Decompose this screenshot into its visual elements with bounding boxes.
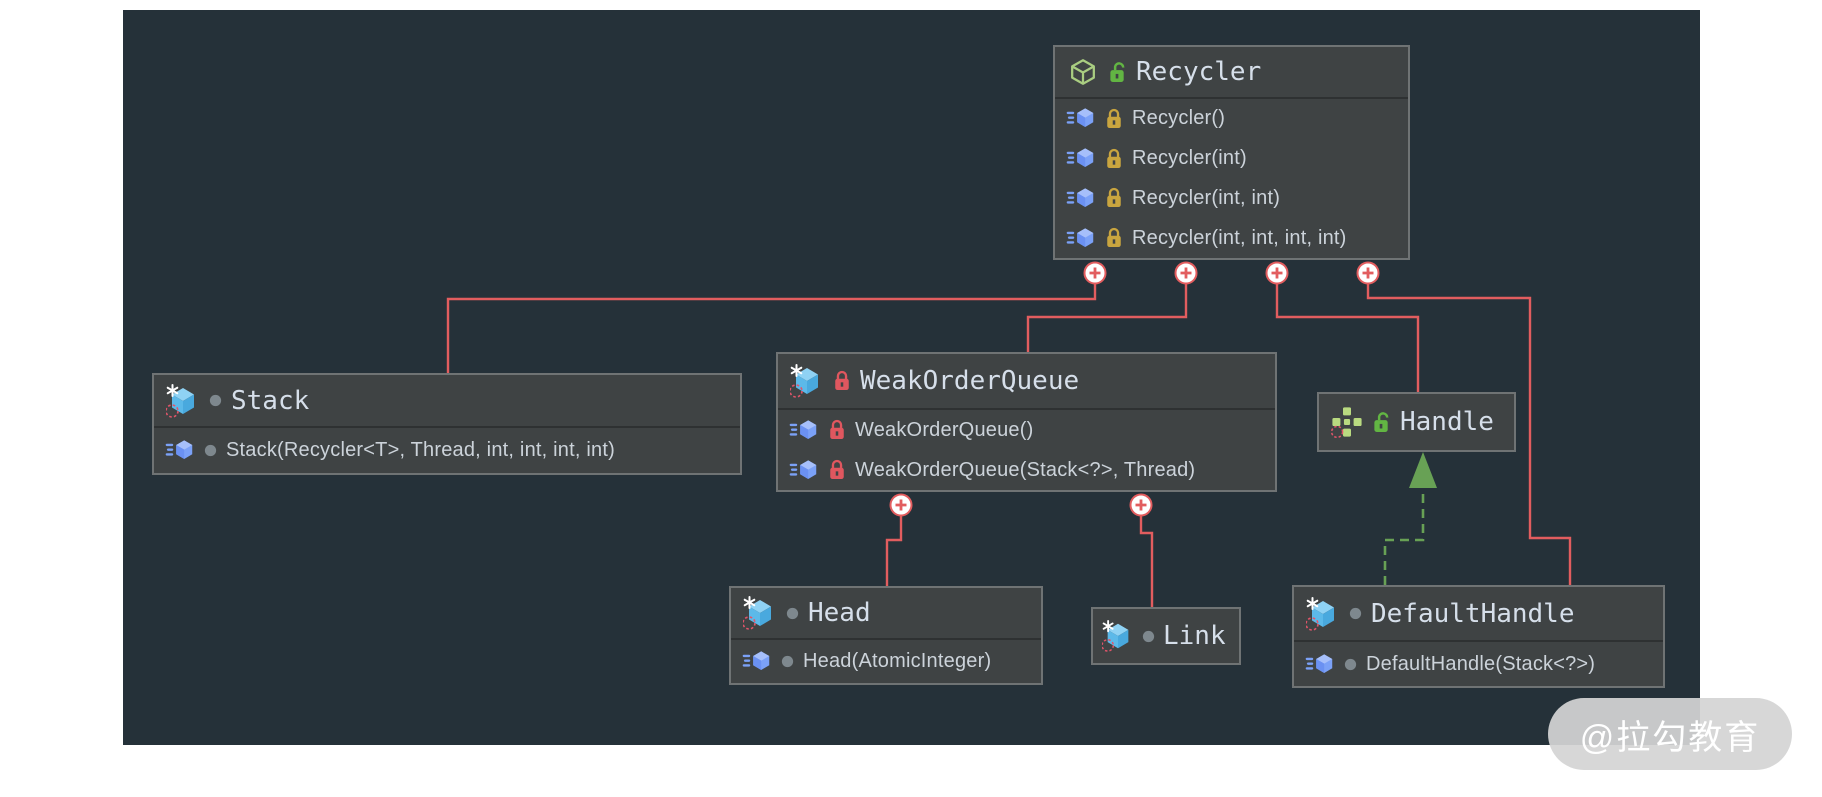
class-icon [1102, 620, 1134, 652]
private-lock-icon [828, 418, 846, 442]
class-header[interactable]: Recycler [1055, 47, 1408, 99]
watermark-badge: @拉勾教育 [1548, 698, 1792, 770]
class-box-head[interactable]: Head Head(AtomicInteger) [729, 586, 1043, 685]
method-label: Recycler(int, int, int, int) [1132, 226, 1347, 249]
method-row[interactable]: Stack(Recycler<T>, Thread, int, int, int… [154, 428, 740, 473]
protected-lock-icon [1105, 226, 1123, 250]
method-row[interactable]: WeakOrderQueue() [778, 410, 1275, 450]
method-icon [1066, 145, 1096, 172]
class-title: Handle [1400, 407, 1494, 437]
class-header[interactable]: Stack [154, 375, 740, 428]
protected-lock-icon [1105, 107, 1123, 131]
class-header[interactable]: Head [731, 588, 1041, 640]
class-box-defaulthandle[interactable]: DefaultHandle DefaultHandle(Stack<?>) [1292, 585, 1665, 688]
package-private-dot-icon [1344, 658, 1357, 671]
method-row[interactable]: Recycler(int, int) [1055, 179, 1408, 219]
class-title: WeakOrderQueue [860, 366, 1080, 396]
package-private-dot-icon [204, 444, 217, 457]
method-row[interactable]: WeakOrderQueue(Stack<?>, Thread) [778, 450, 1275, 490]
method-row[interactable]: DefaultHandle(Stack<?>) [1294, 642, 1663, 686]
class-box-link[interactable]: Link [1091, 607, 1241, 665]
class-title: Recycler [1136, 57, 1262, 87]
method-icon [1305, 651, 1335, 678]
protected-lock-icon [1105, 147, 1123, 171]
abstract-class-icon [1067, 56, 1099, 88]
method-label: DefaultHandle(Stack<?>) [1366, 652, 1596, 675]
public-lock-icon [1372, 410, 1391, 435]
method-icon [1066, 185, 1096, 212]
method-label: Recycler(int) [1132, 147, 1247, 170]
class-header[interactable]: Link [1093, 609, 1239, 663]
method-icon [1066, 225, 1096, 252]
class-header[interactable]: DefaultHandle [1294, 587, 1663, 642]
class-box-stack[interactable]: Stack Stack(Recycler<T>, Thread, int, in… [152, 373, 742, 475]
class-box-handle[interactable]: Handle [1317, 392, 1516, 452]
method-icon [789, 457, 819, 484]
method-label: Stack(Recycler<T>, Thread, int, int, int… [226, 439, 615, 461]
class-title: Link [1163, 621, 1226, 651]
protected-lock-icon [1105, 186, 1123, 210]
method-label: WeakOrderQueue(Stack<?>, Thread) [855, 458, 1196, 481]
class-title: DefaultHandle [1371, 598, 1575, 629]
method-label: Recycler(int, int) [1132, 186, 1281, 209]
method-row[interactable]: Recycler() [1055, 99, 1408, 139]
class-title: Head [808, 598, 871, 628]
package-private-dot-icon [786, 607, 799, 620]
class-title: Stack [231, 385, 310, 416]
private-lock-icon [828, 458, 846, 482]
method-label: WeakOrderQueue() [855, 418, 1034, 441]
package-private-dot-icon [1142, 630, 1155, 643]
method-label: Head(AtomicInteger) [803, 650, 992, 672]
class-icon [790, 364, 824, 398]
package-private-dot-icon [1349, 607, 1362, 620]
private-lock-icon [833, 369, 851, 393]
interface-icon [1331, 406, 1363, 438]
class-icon [1306, 597, 1340, 631]
package-private-dot-icon [209, 394, 222, 407]
method-icon [789, 417, 819, 444]
method-row[interactable]: Head(AtomicInteger) [731, 640, 1041, 683]
method-icon [742, 648, 772, 675]
public-lock-icon [1108, 60, 1127, 85]
method-icon [1066, 105, 1096, 132]
class-box-recycler[interactable]: Recycler Recycler() Recycler(int) Recycl… [1053, 45, 1410, 260]
class-icon [166, 384, 200, 418]
method-row[interactable]: Recycler(int) [1055, 139, 1408, 179]
method-icon [165, 437, 195, 464]
watermark-label: @拉勾教育 [1579, 718, 1761, 757]
class-header[interactable]: Handle [1319, 394, 1514, 450]
class-box-weakorderqueue[interactable]: WeakOrderQueue WeakOrderQueue() WeakOrde… [776, 352, 1277, 492]
method-row[interactable]: Recycler(int, int, int, int) [1055, 218, 1408, 258]
method-label: Recycler() [1132, 107, 1226, 130]
class-header[interactable]: WeakOrderQueue [778, 354, 1275, 410]
package-private-dot-icon [781, 655, 794, 668]
class-icon [743, 596, 777, 630]
